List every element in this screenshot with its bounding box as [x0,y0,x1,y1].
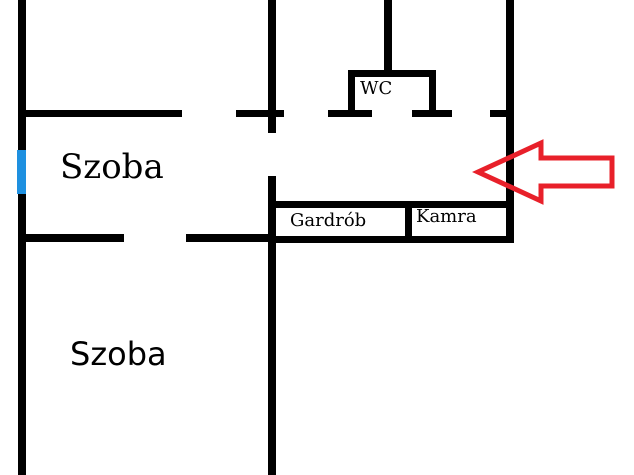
wall-right [506,0,514,242]
wall-h1-seg1 [18,110,182,117]
window [17,150,26,194]
wc-left [348,70,355,114]
arrow-left-icon [472,139,615,205]
wc-top [348,70,436,77]
wall-mid-bottom [268,236,276,475]
wall-wc-top [384,0,392,74]
wall-h2-seg2 [186,234,276,242]
wall-h2-seg1 [18,234,124,242]
storage-divider [405,201,412,236]
pantry-label: Kamra [416,206,477,227]
wall-mid-top [268,0,276,133]
wc-right [429,70,436,114]
wardrobe-label: Gardrób [290,210,367,231]
storage-bottom [268,236,514,243]
room-label-top: Szoba [60,147,164,187]
wall-h1-seg2 [236,110,284,117]
wall-h1-seg5 [490,110,514,117]
wc-label: WC [360,78,393,99]
room-label-bottom: Szoba [70,335,167,373]
storage-top [268,201,514,208]
